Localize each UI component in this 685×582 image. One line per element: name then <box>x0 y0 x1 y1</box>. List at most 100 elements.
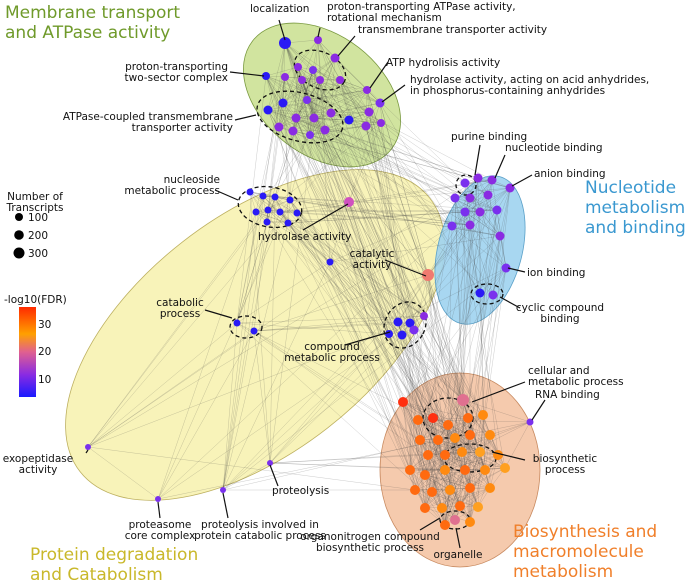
go-term-node[interactable] <box>428 413 438 423</box>
go-term-node[interactable] <box>326 108 336 118</box>
go-term-node[interactable] <box>405 465 415 475</box>
go-term-node[interactable] <box>309 113 319 123</box>
go-term-node[interactable] <box>492 205 502 215</box>
go-term-node[interactable] <box>293 209 301 217</box>
go-term-node[interactable] <box>274 122 284 132</box>
go-term-node[interactable] <box>447 221 457 231</box>
go-term-node[interactable] <box>294 63 302 71</box>
go-term-node[interactable] <box>263 218 271 226</box>
go-term-node[interactable] <box>309 66 317 74</box>
go-term-node[interactable] <box>259 192 267 200</box>
go-term-node[interactable] <box>375 98 385 108</box>
go-term-node[interactable] <box>443 420 453 430</box>
go-term-node[interactable] <box>465 517 475 527</box>
go-term-node[interactable] <box>85 444 91 450</box>
go-term-node[interactable] <box>288 126 298 136</box>
go-term-node[interactable] <box>485 483 495 493</box>
go-term-node[interactable] <box>493 450 503 460</box>
go-term-node[interactable] <box>457 394 469 406</box>
go-term-node[interactable] <box>450 193 460 203</box>
go-term-node[interactable] <box>415 435 425 445</box>
go-term-node[interactable] <box>422 269 434 281</box>
go-term-node[interactable] <box>233 319 241 327</box>
go-term-node[interactable] <box>398 397 408 407</box>
go-term-node[interactable] <box>413 415 423 425</box>
go-term-node[interactable] <box>460 465 470 475</box>
go-term-node[interactable] <box>271 193 279 201</box>
go-term-node[interactable] <box>480 465 490 475</box>
go-term-node[interactable] <box>488 290 498 300</box>
go-term-node[interactable] <box>420 503 430 513</box>
go-term-node[interactable] <box>501 263 511 273</box>
go-term-node[interactable] <box>316 76 324 84</box>
go-term-node[interactable] <box>267 460 273 466</box>
go-term-node[interactable] <box>445 485 455 495</box>
go-term-node[interactable] <box>263 105 273 115</box>
go-term-node[interactable] <box>427 487 437 497</box>
go-term-node[interactable] <box>252 208 260 216</box>
go-term-node[interactable] <box>487 175 497 185</box>
go-term-node[interactable] <box>246 188 254 196</box>
go-term-node[interactable] <box>475 447 485 457</box>
go-term-node[interactable] <box>220 487 226 493</box>
go-term-node[interactable] <box>291 113 301 123</box>
go-term-node[interactable] <box>420 312 428 320</box>
go-term-node[interactable] <box>460 207 470 217</box>
go-term-node[interactable] <box>457 447 467 457</box>
go-term-node[interactable] <box>473 502 483 512</box>
go-term-node[interactable] <box>465 193 475 203</box>
go-term-node[interactable] <box>475 288 485 298</box>
go-term-node[interactable] <box>437 503 447 513</box>
go-term-node[interactable] <box>465 483 475 493</box>
go-term-node[interactable] <box>344 115 354 125</box>
go-term-node[interactable] <box>409 325 419 335</box>
go-term-node[interactable] <box>500 463 510 473</box>
go-term-node[interactable] <box>385 330 393 338</box>
go-term-node[interactable] <box>405 318 415 328</box>
go-term-node[interactable] <box>450 433 460 443</box>
go-term-node[interactable] <box>377 119 385 127</box>
go-term-node[interactable] <box>460 178 470 188</box>
go-term-node[interactable] <box>326 258 334 266</box>
go-term-node[interactable] <box>440 520 450 530</box>
go-term-node[interactable] <box>393 317 403 327</box>
go-term-node[interactable] <box>303 96 311 104</box>
go-term-node[interactable] <box>364 107 374 117</box>
go-term-node[interactable] <box>440 465 450 475</box>
go-term-node[interactable] <box>450 515 460 525</box>
go-term-node[interactable] <box>278 98 288 108</box>
go-term-node[interactable] <box>473 173 483 183</box>
go-term-node[interactable] <box>485 430 495 440</box>
go-term-node[interactable] <box>314 36 322 44</box>
go-term-node[interactable] <box>361 121 371 131</box>
go-term-node[interactable] <box>155 496 161 502</box>
go-term-node[interactable] <box>463 413 473 423</box>
go-term-node[interactable] <box>262 72 270 80</box>
go-term-node[interactable] <box>298 76 306 84</box>
go-term-node[interactable] <box>475 207 485 217</box>
go-term-node[interactable] <box>440 450 450 460</box>
go-term-node[interactable] <box>423 450 433 460</box>
go-term-node[interactable] <box>284 219 292 227</box>
go-term-node[interactable] <box>330 53 340 63</box>
go-term-node[interactable] <box>483 190 493 200</box>
go-term-node[interactable] <box>250 327 258 335</box>
go-term-node[interactable] <box>410 485 420 495</box>
go-term-node[interactable] <box>306 131 314 139</box>
go-term-node[interactable] <box>336 76 344 84</box>
go-term-node[interactable] <box>279 37 291 49</box>
go-term-node[interactable] <box>420 470 430 480</box>
go-term-node[interactable] <box>286 196 294 204</box>
go-term-node[interactable] <box>264 206 272 214</box>
go-term-node[interactable] <box>455 501 465 511</box>
go-term-node[interactable] <box>397 330 407 340</box>
go-term-node[interactable] <box>465 430 475 440</box>
go-term-node[interactable] <box>363 86 371 94</box>
go-term-node[interactable] <box>281 73 289 81</box>
go-term-node[interactable] <box>478 410 488 420</box>
go-term-node[interactable] <box>276 208 284 216</box>
go-term-node[interactable] <box>495 231 505 241</box>
go-term-node[interactable] <box>465 220 475 230</box>
go-term-node[interactable] <box>320 125 330 135</box>
go-term-node[interactable] <box>433 435 443 445</box>
